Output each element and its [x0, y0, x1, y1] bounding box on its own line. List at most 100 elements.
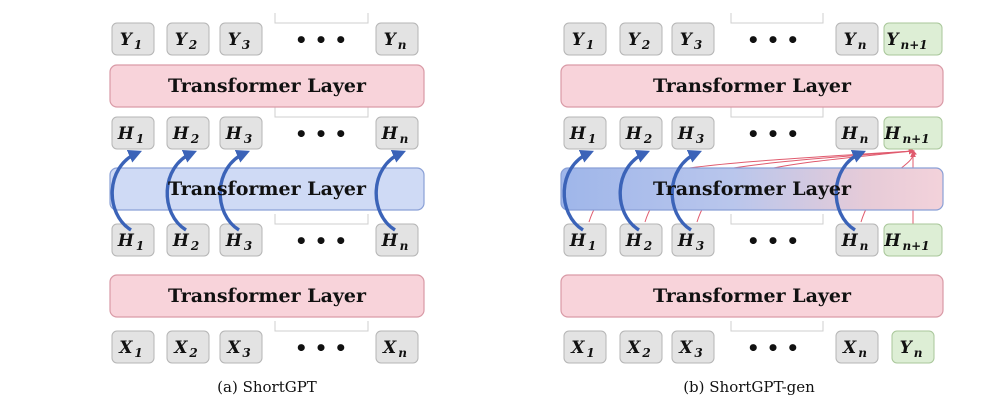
- transformer-layer-shortgpt-gen-1: [560, 167, 944, 211]
- new-token-1-box: [883, 116, 943, 150]
- transformer-layer-shortgpt-0: [109, 64, 425, 108]
- inputs-token-0-subscript: 1: [134, 346, 142, 360]
- outputs-token-2-box: [671, 22, 715, 56]
- new-token-0-subscript: n+1: [901, 38, 928, 52]
- inputs-token-1-subscript: 2: [188, 346, 197, 360]
- hidden-lower-token-0-subscript: 1: [136, 239, 144, 253]
- row-bracket: [730, 214, 824, 225]
- hidden-lower-token-0-subscript: 1: [588, 239, 596, 253]
- outputs-token-1-box: [619, 22, 663, 56]
- transformer-layer-label: Transformer Layer: [653, 75, 852, 97]
- inputs-token-3-box: [375, 330, 419, 364]
- outputs-token-2-subscript: 3: [242, 38, 250, 52]
- hidden-upper-token-0-subscript: 1: [588, 132, 596, 146]
- hidden-upper-token-3-subscript: n: [860, 132, 869, 146]
- transformer-layer-label: Transformer Layer: [653, 285, 852, 307]
- inputs-token-2-box: [671, 330, 715, 364]
- row-bracket: [730, 107, 824, 118]
- ellipsis-dots: • • •: [295, 336, 347, 360]
- row-bracket: [274, 13, 369, 24]
- outputs-token-0-subscript: 1: [134, 38, 142, 52]
- outputs-token-3-box: [375, 22, 419, 56]
- inputs-token-3-subscript: n: [858, 346, 867, 360]
- inputs-token-0-box: [111, 330, 155, 364]
- row-bracket: [730, 321, 824, 332]
- row-bracket: [730, 13, 824, 24]
- ellipsis-dots: • • •: [295, 28, 347, 52]
- inputs-token-2-subscript: 3: [242, 346, 250, 360]
- outputs-token-3-subscript: n: [858, 38, 867, 52]
- hidden-upper-token-0-box: [111, 116, 155, 150]
- outputs-token-1-subscript: 2: [188, 38, 197, 52]
- row-bracket: [274, 321, 369, 332]
- hidden-lower-token-2-box: [219, 223, 263, 257]
- skip-connection-arrow: [670, 150, 702, 232]
- new-token-0-box: [883, 22, 943, 56]
- hidden-lower-token-1-subscript: 2: [643, 239, 652, 253]
- hidden-upper-token-3-subscript: n: [400, 132, 409, 146]
- panel-caption: (a) ShortGPT: [217, 378, 317, 396]
- new-token-2-subscript: n+1: [902, 239, 929, 253]
- hidden-upper-token-1-subscript: 2: [190, 132, 199, 146]
- inputs-token-1-subscript: 2: [641, 346, 650, 360]
- new-token-1-subscript: n+1: [902, 132, 929, 146]
- hidden-upper-token-0-box: [563, 116, 607, 150]
- inputs-token-0-box: [563, 330, 607, 364]
- inputs-token-1-box: [619, 330, 663, 364]
- arrows-front: [110, 150, 866, 232]
- ellipsis-dots: • • •: [295, 122, 347, 146]
- transformer-layer-label: Transformer Layer: [168, 75, 367, 97]
- inputs-token-1-box: [166, 330, 210, 364]
- outputs-token-0-box: [563, 22, 607, 56]
- outputs-token-2-subscript: 3: [694, 38, 702, 52]
- transformer-layer-shortgpt-1: [109, 167, 425, 211]
- ellipsis-dots: • • •: [747, 122, 799, 146]
- hidden-lower-token-3-box: [375, 223, 419, 257]
- hidden-upper-token-1-box: [166, 116, 210, 150]
- skip-connection-arrow: [218, 150, 250, 232]
- ellipsis-dots: • • •: [747, 229, 799, 253]
- outputs-token-1-box: [166, 22, 210, 56]
- hidden-upper-token-2-subscript: 3: [696, 132, 704, 146]
- hidden-upper-token-1-subscript: 2: [643, 132, 652, 146]
- hidden-lower-token-1-box: [166, 223, 210, 257]
- hidden-lower-token-2-subscript: 3: [244, 239, 252, 253]
- hidden-lower-token-1-subscript: 2: [190, 239, 199, 253]
- inputs-token-3-subscript: n: [398, 346, 407, 360]
- inputs-token-2-box: [219, 330, 263, 364]
- new-token-3-subscript: n: [914, 346, 923, 360]
- hidden-upper-token-3-box: [375, 116, 419, 150]
- hidden-upper-token-2-subscript: 3: [244, 132, 252, 146]
- hidden-upper-token-0-subscript: 1: [136, 132, 144, 146]
- layer-boxes: [109, 64, 944, 318]
- hidden-lower-token-2-box: [671, 223, 715, 257]
- background-layer: [274, 13, 824, 332]
- outputs-token-3-subscript: n: [398, 38, 407, 52]
- row-bracket: [274, 107, 369, 118]
- skip-connection-arrow: [165, 150, 197, 232]
- skip-connection-arrow: [834, 150, 866, 232]
- transformer-layer-label: Transformer Layer: [653, 178, 852, 200]
- hidden-lower-token-3-box: [835, 223, 879, 257]
- transformer-layer-label: Transformer Layer: [168, 285, 367, 307]
- inputs-token-0-subscript: 1: [586, 346, 594, 360]
- inputs-token-2-subscript: 3: [694, 346, 702, 360]
- skip-connection-arrow: [374, 150, 406, 232]
- hidden-lower-token-1-box: [619, 223, 663, 257]
- hidden-upper-token-1-box: [619, 116, 663, 150]
- transformer-layer-label: Transformer Layer: [168, 178, 367, 200]
- hidden-upper-token-2-box: [219, 116, 263, 150]
- ellipsis-dots: • • •: [747, 28, 799, 52]
- row-bracket: [274, 214, 369, 225]
- new-token-3-box: [891, 330, 935, 364]
- ellipsis-dots: • • •: [747, 336, 799, 360]
- transformer-layer-shortgpt-gen-0: [560, 64, 944, 108]
- outputs-token-0-box: [111, 22, 155, 56]
- hidden-lower-token-2-subscript: 3: [696, 239, 704, 253]
- hidden-lower-token-0-box: [563, 223, 607, 257]
- outputs-token-3-box: [835, 22, 879, 56]
- skip-connection-arrow: [562, 150, 594, 232]
